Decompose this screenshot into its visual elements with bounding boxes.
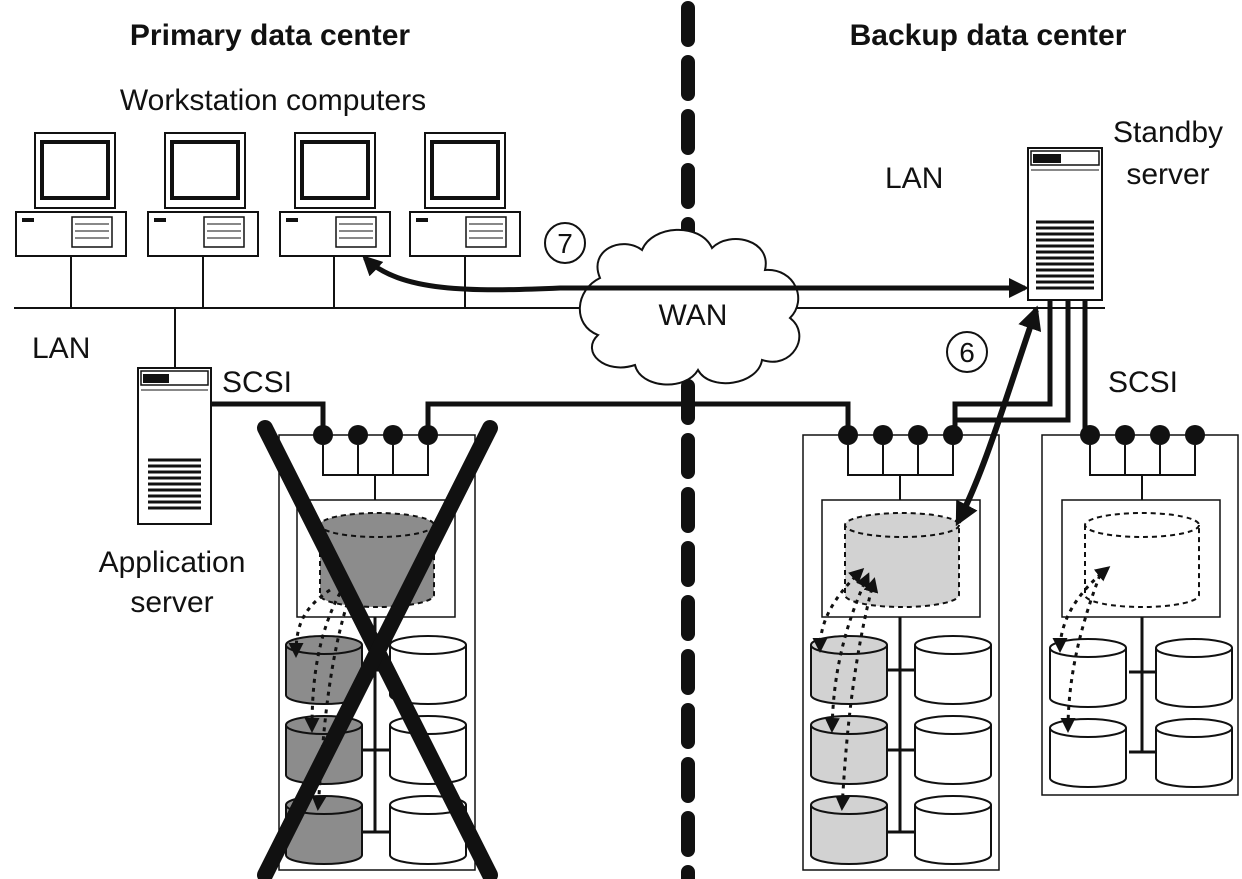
workstation [279, 132, 391, 308]
step-7-badge: 7 [544, 222, 586, 264]
physical-disk [389, 635, 467, 705]
step-7-arrow [362, 255, 1029, 298]
wan-cloud: WAN [578, 228, 801, 386]
backup-storage-array [802, 425, 1000, 871]
physical-disk [1155, 718, 1233, 788]
primary-title: Primary data center [130, 19, 410, 52]
standby-label-line2: server [1126, 158, 1209, 191]
physical-disk [810, 635, 888, 705]
physical-disk [914, 795, 992, 865]
application-server [137, 308, 212, 525]
workstation [15, 132, 127, 308]
failure-cross-icon [257, 420, 498, 879]
physical-disk [1049, 638, 1127, 708]
physical-disk [1049, 718, 1127, 788]
step-6-arrow [955, 305, 1042, 527]
standby-storage-array [1041, 425, 1239, 796]
physical-disk [1155, 638, 1233, 708]
app-server-label-line2: server [130, 586, 213, 619]
step-6-badge: 6 [946, 331, 988, 373]
physical-disk [389, 795, 467, 865]
backup-title: Backup data center [850, 19, 1127, 52]
standby-server [1027, 147, 1103, 301]
physical-disk [810, 795, 888, 865]
physical-disk [914, 715, 992, 785]
primary-scsi-label: SCSI [222, 366, 292, 399]
workstation [147, 132, 259, 308]
physical-disk [914, 635, 992, 705]
step-6-number: 6 [959, 337, 975, 368]
primary-storage-array [257, 420, 498, 879]
step-7-number: 7 [557, 228, 573, 259]
physical-disk [810, 715, 888, 785]
workstation [409, 132, 521, 308]
virtual-disk [1084, 512, 1200, 608]
primary-lan-label: LAN [32, 332, 90, 365]
standby-label-line1: Standby [1113, 116, 1223, 149]
wan-label: WAN [659, 299, 728, 332]
workstations-label: Workstation computers [120, 84, 426, 117]
app-server-label-line1: Application [99, 546, 246, 579]
virtual-disk [844, 512, 960, 608]
backup-lan-label: LAN [885, 162, 943, 195]
backup-scsi-label: SCSI [1108, 366, 1178, 399]
